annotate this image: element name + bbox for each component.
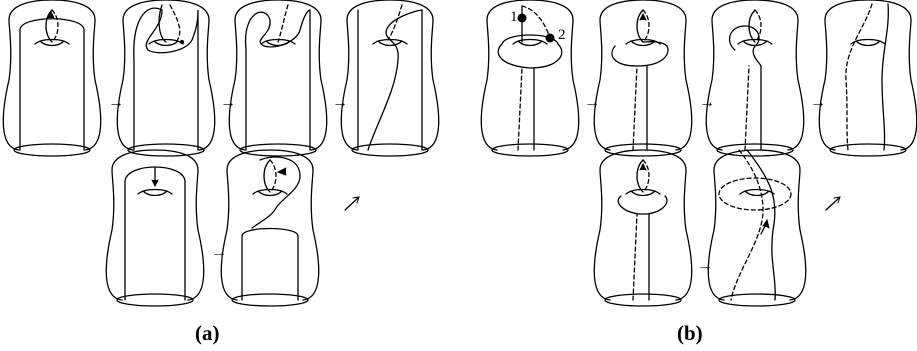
panel-b-step-3 (706, 0, 803, 156)
caption-a: (a) (195, 323, 220, 344)
arrow-a-5: → (211, 244, 227, 261)
panel-b-step-2 (594, 0, 691, 156)
panel-a-step-4 (341, 0, 438, 156)
panel-a-step-3 (229, 0, 326, 156)
arrow-b-1: → (584, 94, 600, 111)
arrow-a-1: → (108, 94, 124, 111)
arrow-b-up (826, 198, 839, 210)
arrow-b-3: → (810, 94, 826, 111)
arrow-a-3: → (332, 94, 348, 111)
panel-a-step-1 (3, 0, 100, 156)
panel-a-step-6 (221, 150, 318, 306)
marker-1-label: 1 (510, 10, 518, 25)
caption-b: (b) (677, 323, 703, 344)
panel-a-step-2 (117, 0, 214, 156)
panel-b-step-1 (481, 0, 578, 156)
marker-2-label: 2 (558, 28, 566, 43)
marker-2-dot (546, 34, 555, 43)
arrow-a-up (345, 198, 358, 210)
panel-b-step-5 (594, 150, 691, 306)
arrow-b-5: → (697, 257, 713, 274)
panel-b-step-4 (819, 0, 916, 156)
arrow-a-2: → (220, 94, 236, 111)
marker-1-dot (518, 14, 527, 23)
panel-a-step-5 (106, 150, 203, 306)
panel-b-step-6 (708, 150, 805, 306)
